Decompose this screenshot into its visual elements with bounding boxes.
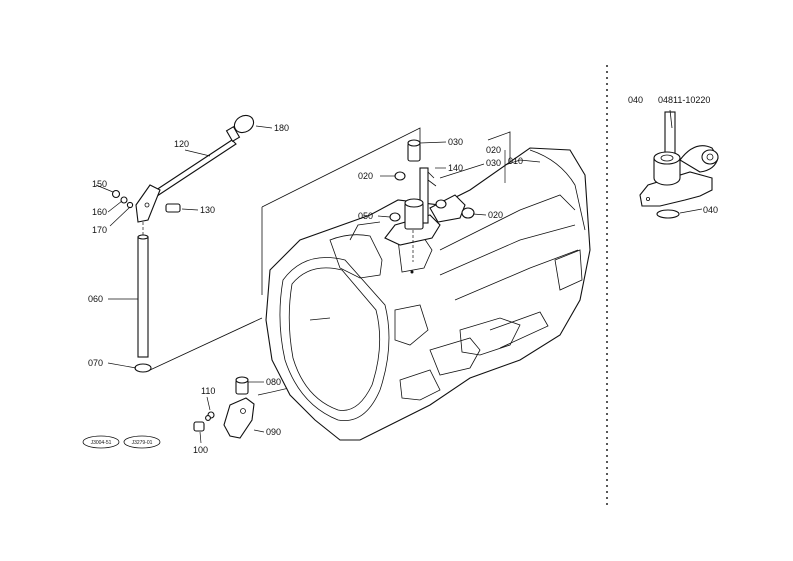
callout-020-top: 020 [486,145,501,155]
callout-020-right: 020 [488,210,503,220]
callout-030-top: 030 [448,137,463,147]
callout-090: 090 [266,427,281,437]
callout-010: 010 [508,156,523,166]
callout-110: 110 [201,386,215,396]
inset-shift-arm-drawing [639,109,719,219]
callout-170: 170 [92,225,107,235]
callout-130: 130 [200,205,215,215]
inset-part-number: 04811-10220 [658,95,710,105]
callout-160: 160 [92,207,107,217]
callout-180: 180 [274,123,289,133]
shifter-housing-drawing [384,139,475,262]
callout-040: 040 [703,205,718,215]
callout-120: 120 [174,139,189,149]
shift-lever-drawing [111,114,255,373]
callout-140: 140 [448,163,463,173]
inset-callout: 040 [628,95,643,105]
leader-040 [679,208,703,214]
callout-070: 070 [88,358,103,368]
bracket-drawing [193,376,255,439]
callout-060: 060 [88,294,103,304]
callout-030-mid: 030 [486,158,501,168]
callout-050: 050 [358,211,373,221]
badge-2: J3279-01 [132,440,153,446]
callout-150: 150 [92,179,107,189]
callout-100: 100 [193,445,208,455]
reference-badges: J3004-51 J3279-01 [82,435,161,449]
badge-1: J3004-51 [91,440,112,446]
callout-020-left: 020 [358,171,373,181]
leader-lines [95,125,506,444]
callout-080: 080 [266,377,281,387]
